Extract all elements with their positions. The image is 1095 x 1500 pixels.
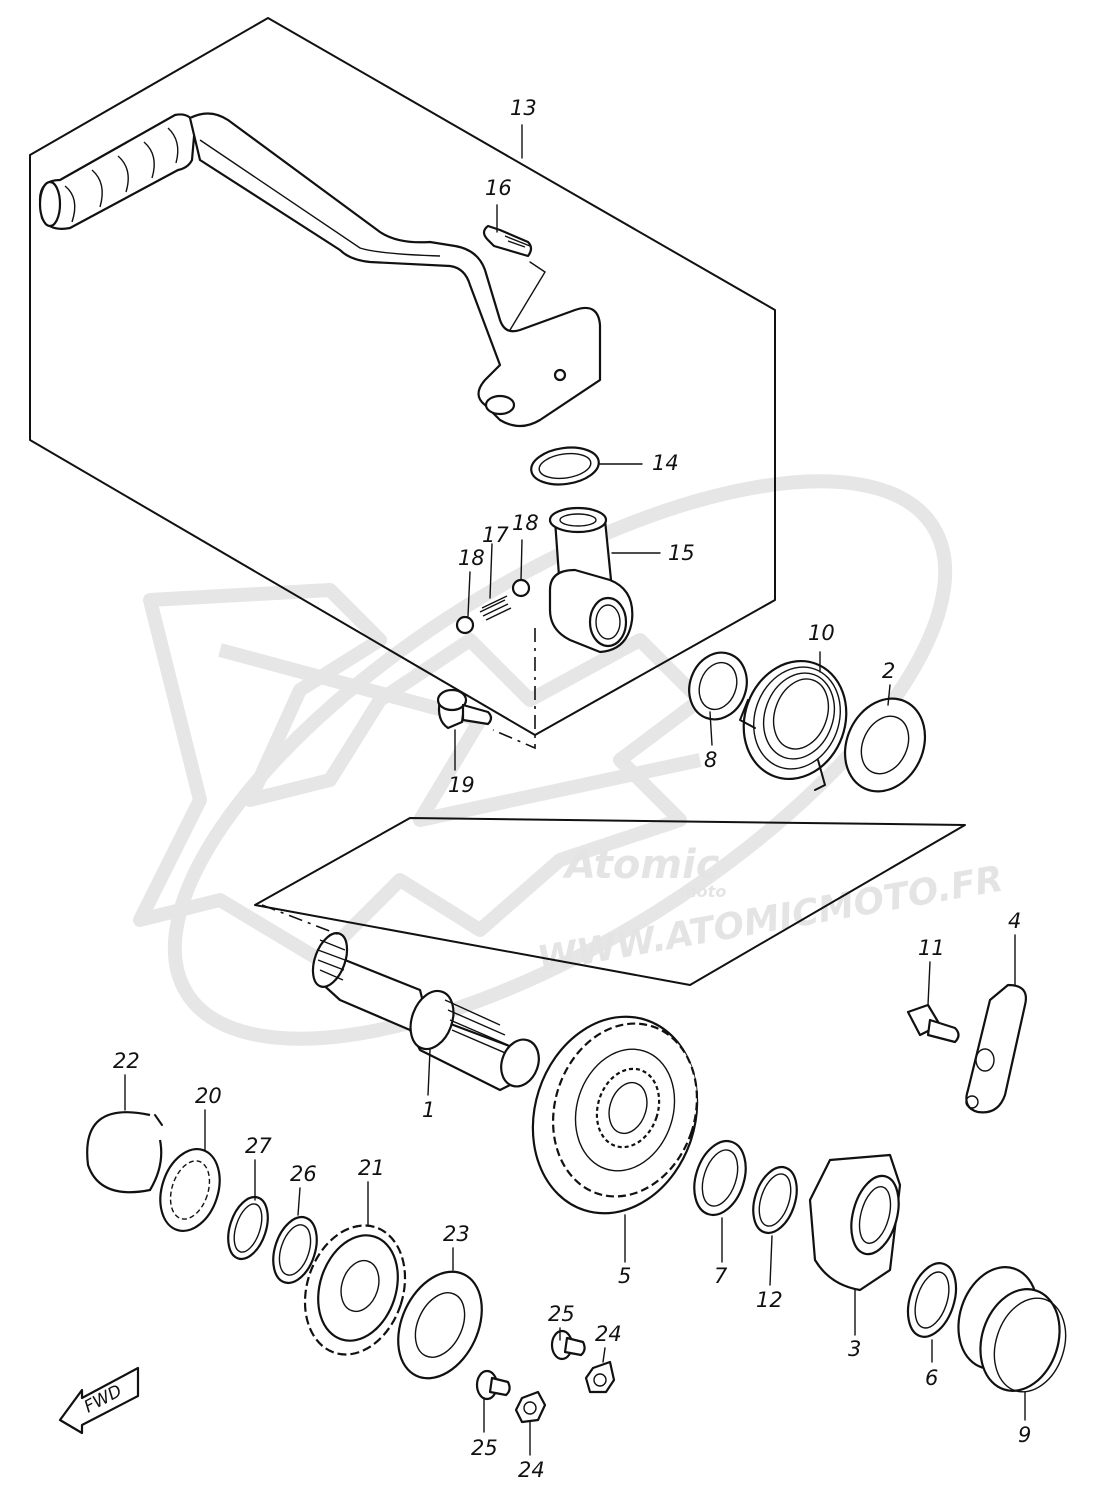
callout-9: 9 xyxy=(1018,1423,1031,1447)
callout-2: 2 xyxy=(882,659,895,683)
callout-7: 7 xyxy=(714,1264,728,1288)
part-3-kick-ratchet xyxy=(808,1153,902,1292)
part-6-washer xyxy=(906,1262,958,1338)
part-20-lock-washer xyxy=(159,1148,221,1232)
callout-24-left: 24 xyxy=(518,1458,545,1482)
part-27-washer xyxy=(227,1195,269,1261)
callout-17: 17 xyxy=(482,523,509,547)
callout-16: 16 xyxy=(485,176,512,200)
part-1-kick-starter-shaft xyxy=(311,932,540,1092)
part-22-circlip xyxy=(86,1111,163,1194)
callout-1: 1 xyxy=(422,1098,435,1122)
part-25-bolt-a xyxy=(475,1369,511,1401)
part-24-washer-b xyxy=(584,1360,616,1394)
part-8-oil-seal xyxy=(688,651,748,721)
part-17-spring xyxy=(479,595,512,621)
part-15-kick-shaft xyxy=(548,506,634,654)
callout-8: 8 xyxy=(704,748,717,772)
callout-4: 4 xyxy=(1008,909,1021,933)
callout-27: 27 xyxy=(245,1134,272,1158)
part-26-spacer xyxy=(272,1215,318,1285)
part-10-kick-spring xyxy=(739,659,848,791)
part-21-kick-idle-gear xyxy=(303,1224,407,1356)
part-24-washer-a xyxy=(514,1390,547,1424)
part-2-washer xyxy=(843,697,927,793)
callout-15: 15 xyxy=(668,541,695,565)
callout-6: 6 xyxy=(925,1366,938,1390)
callout-13: 13 xyxy=(510,96,537,120)
watermark-brand-sub: moto xyxy=(680,882,726,901)
callout-10: 10 xyxy=(808,621,835,645)
callout-25-left: 25 xyxy=(471,1436,498,1460)
part-16-bolt xyxy=(482,224,533,258)
part-25-bolt-b xyxy=(550,1329,586,1361)
part-19-bolt xyxy=(436,688,493,730)
callout-3: 3 xyxy=(848,1337,861,1361)
part-14-ring xyxy=(530,446,600,486)
callout-21: 21 xyxy=(358,1156,385,1180)
part-7-spacer xyxy=(693,1140,747,1216)
part-12-circlip xyxy=(752,1165,798,1235)
assembly-box-1 xyxy=(254,817,966,986)
callout-19: 19 xyxy=(448,773,475,797)
part-18-ball-b xyxy=(511,578,531,598)
callout-5: 5 xyxy=(618,1264,631,1288)
part-13-kick-starter-lever xyxy=(38,112,602,428)
callout-26: 26 xyxy=(290,1162,317,1186)
callout-25-right: 25 xyxy=(548,1302,575,1326)
callout-11: 11 xyxy=(918,936,945,960)
callout-20: 20 xyxy=(195,1084,222,1108)
callout-18-upper: 18 xyxy=(512,511,539,535)
part-23-washer xyxy=(397,1270,483,1380)
callout-24-right: 24 xyxy=(595,1322,622,1346)
watermark-brand: Atomic xyxy=(562,842,720,888)
assembly-box-13 xyxy=(29,17,776,736)
callout-numbers: 13 16 14 15 18 17 18 10 2 8 19 4 11 22 2… xyxy=(113,96,1031,1482)
callout-22: 22 xyxy=(113,1049,140,1073)
callout-14: 14 xyxy=(652,451,679,475)
part-11-bolt xyxy=(906,1003,960,1044)
callout-12: 12 xyxy=(756,1288,783,1312)
fwd-direction-indicator: FWD xyxy=(58,1366,140,1435)
callout-23: 23 xyxy=(443,1222,470,1246)
callout-18-lower: 18 xyxy=(458,546,485,570)
leader-lines xyxy=(124,124,1026,1456)
part-5-kick-gear xyxy=(531,1015,699,1215)
part-18-ball-a xyxy=(455,615,475,635)
part-4-guide-plate xyxy=(965,983,1027,1114)
part-9-ratchet-spring xyxy=(957,1266,1067,1393)
